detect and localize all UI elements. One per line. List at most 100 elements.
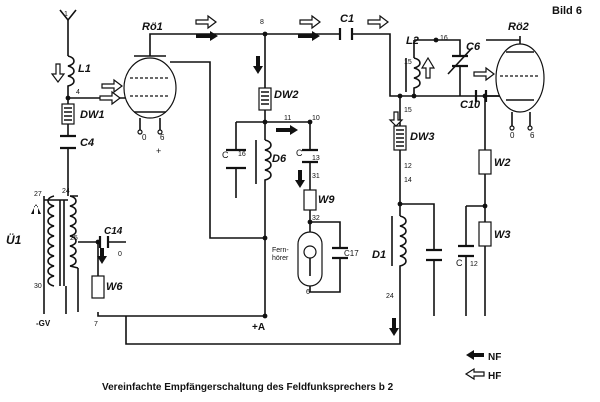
label-w3: W3 xyxy=(494,229,511,241)
label-u1: Ü1 xyxy=(6,232,22,247)
nf-arrow xyxy=(389,318,399,336)
node-0: 0 xyxy=(118,251,122,258)
label-fernhoerer-2: hörer xyxy=(272,255,289,262)
node-12a: 12 xyxy=(404,163,412,170)
choke-dw2 xyxy=(258,87,272,111)
capacitor-c6 xyxy=(447,44,473,80)
label-c17: C17 xyxy=(344,249,359,258)
earphone-symbol xyxy=(297,231,323,287)
node-15a: 15 xyxy=(404,107,412,114)
resistor-w6 xyxy=(91,275,105,299)
label-dw2: DW2 xyxy=(274,89,298,101)
coil-l1 xyxy=(67,55,75,90)
node-24a: 24 xyxy=(62,188,70,195)
hf-arrow xyxy=(101,78,123,94)
tube-pins xyxy=(137,125,533,135)
coil-d6 xyxy=(255,139,272,184)
coil-d1 xyxy=(391,215,407,290)
label-w2: W2 xyxy=(494,157,511,169)
label-c1: C1 xyxy=(340,13,354,25)
node-4: 4 xyxy=(76,89,80,96)
node-8: 8 xyxy=(260,19,264,26)
capacitor-c4 xyxy=(60,134,76,150)
label-c6: C6 xyxy=(466,41,481,53)
label-w6: W6 xyxy=(106,281,123,293)
antenna-symbol xyxy=(59,9,77,22)
nf-arrow xyxy=(97,248,107,264)
resistor-w3 xyxy=(478,221,492,247)
capacitor-d1-shunt xyxy=(426,248,442,262)
hf-arrow xyxy=(299,14,321,30)
capacitor-c17 xyxy=(332,246,348,260)
nf-arrow xyxy=(253,56,263,74)
capacitor-c1 xyxy=(338,28,354,40)
pin-t2-6: 6 xyxy=(530,131,535,140)
choke-dw1 xyxy=(61,103,75,125)
label-fernhoerer-1: Fern- xyxy=(272,247,289,254)
label-plus-a: +A xyxy=(252,322,265,333)
nf-arrow xyxy=(276,125,298,135)
label-gv: -GV xyxy=(36,319,51,328)
pin-t1-0: 0 xyxy=(142,133,147,142)
node-10: 10 xyxy=(312,115,320,122)
label-ro2: Rö2 xyxy=(508,21,529,33)
node-24b: 24 xyxy=(386,293,394,300)
hf-arrow xyxy=(50,63,66,83)
node-6: 6 xyxy=(306,289,310,296)
label-c14: C14 xyxy=(104,226,123,237)
pin-t1-plus: + xyxy=(156,146,161,156)
label-w9: W9 xyxy=(318,194,335,206)
label-l2: L2 xyxy=(406,35,419,47)
hf-arrow xyxy=(473,66,495,82)
hf-arrow xyxy=(388,111,404,127)
node-11: 11 xyxy=(284,115,291,122)
node-16: 16 xyxy=(440,35,448,42)
hf-arrow xyxy=(420,56,436,79)
value-c13: 13 xyxy=(312,155,320,162)
capacitor-c13 xyxy=(302,148,318,164)
capacitor-c16 xyxy=(226,148,246,170)
label-dw3: DW3 xyxy=(410,131,434,143)
figure-label: Bild 6 xyxy=(552,5,582,17)
labels: Bild 6 Rö1 Rö2 L1 DW1 C4 C1 DW2 D6 C 16 … xyxy=(6,5,582,393)
node-15b: 15 xyxy=(404,59,412,66)
nf-arrow xyxy=(196,31,218,41)
pin-t1-6: 6 xyxy=(160,133,165,142)
label-c4: C4 xyxy=(80,137,94,149)
nf-arrows xyxy=(31,31,399,336)
node-25: 25 xyxy=(70,235,78,242)
legend-nf: NF xyxy=(488,352,501,363)
hf-arrow xyxy=(195,14,217,30)
label-dw1: DW1 xyxy=(80,109,104,121)
caption: Vereinfachte Empfängerschaltung des Feld… xyxy=(102,382,394,393)
node-27: 27 xyxy=(34,191,42,198)
value-c16: 16 xyxy=(238,151,246,158)
node-7: 7 xyxy=(94,321,98,328)
node-14: 14 xyxy=(404,177,412,184)
value-c12: 12 xyxy=(470,261,478,268)
coil-l2 xyxy=(405,57,421,96)
transformer-u1 xyxy=(47,195,79,287)
label-d6: D6 xyxy=(272,153,287,165)
label-c16: C xyxy=(222,150,229,160)
capacitor-c12 xyxy=(458,244,474,258)
pin-t2-0: 0 xyxy=(510,131,515,140)
hf-legend-arrow xyxy=(464,367,485,381)
legend xyxy=(464,350,485,381)
label-l1: L1 xyxy=(78,63,91,75)
hf-arrow xyxy=(367,14,389,30)
node-31: 31 xyxy=(312,173,320,180)
wires xyxy=(43,20,521,345)
nf-legend-arrow xyxy=(466,350,484,360)
resistor-w2 xyxy=(478,149,492,175)
nf-arrow xyxy=(298,31,320,41)
capacitor-c14 xyxy=(98,236,110,248)
legend-hf: HF xyxy=(488,371,501,382)
hf-arrow xyxy=(99,90,121,106)
tube-ro2 xyxy=(495,43,545,126)
resistor-w9 xyxy=(303,189,317,211)
label-c13: C xyxy=(296,148,303,158)
tube-ro1 xyxy=(123,55,177,130)
choke-dw3 xyxy=(393,125,407,151)
